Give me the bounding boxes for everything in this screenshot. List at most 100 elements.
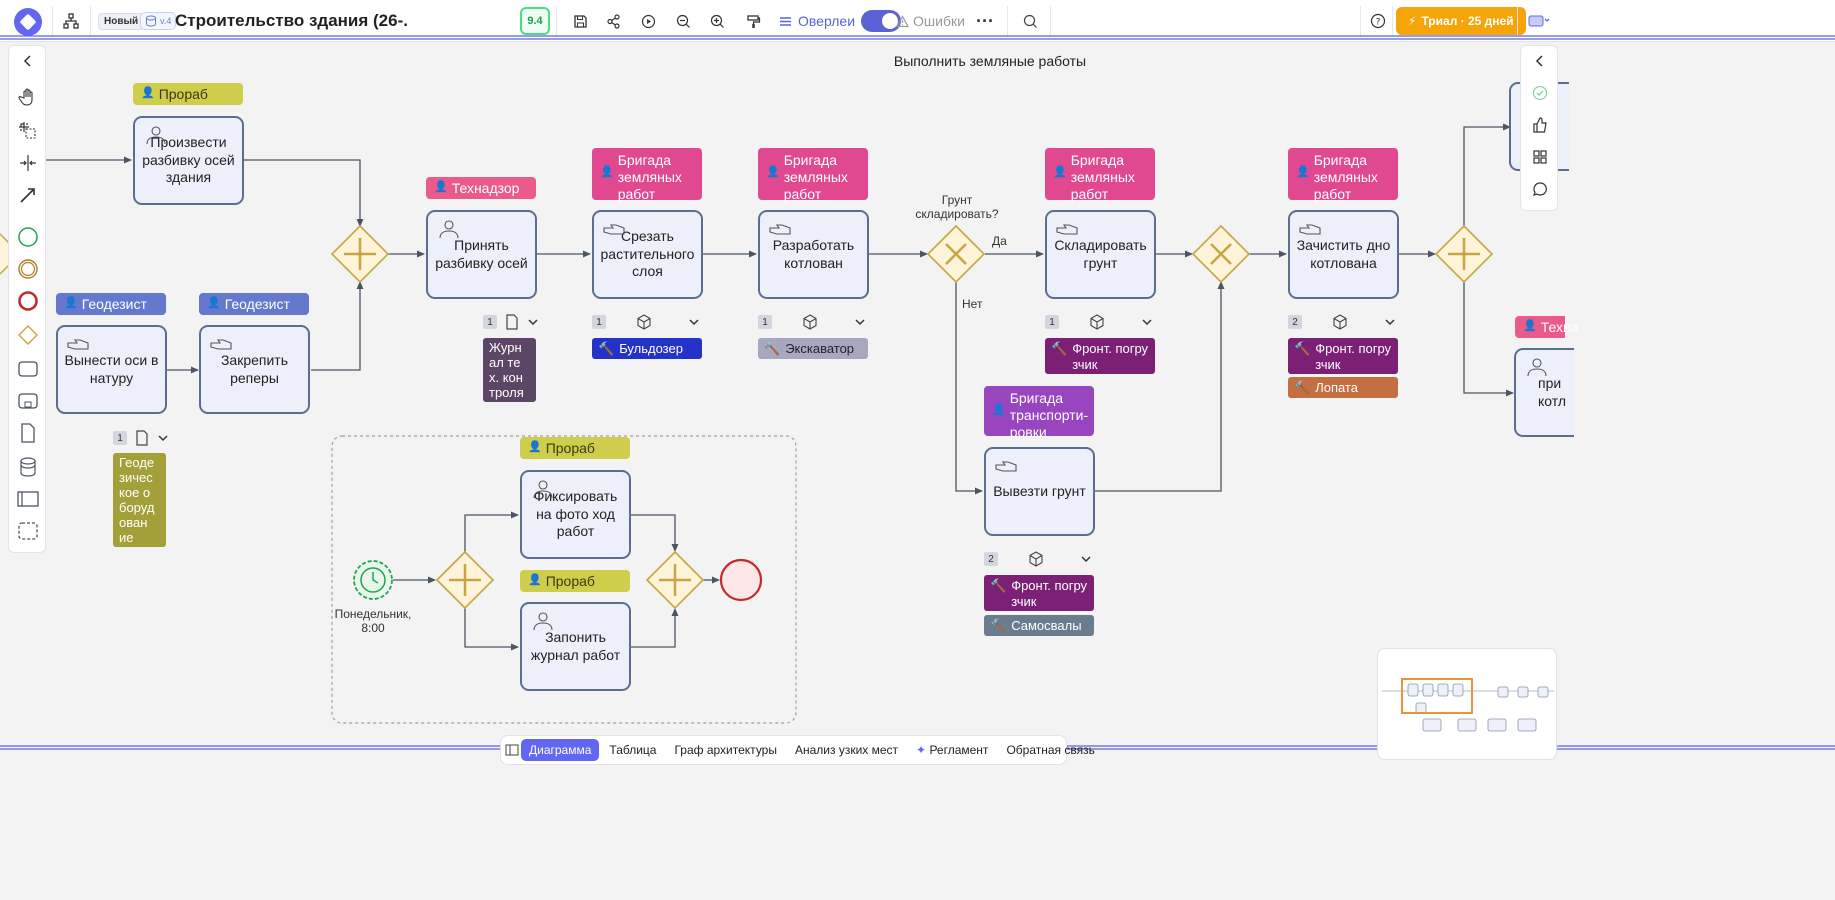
role-tag[interactable]: 👤Геодезист xyxy=(199,293,309,315)
manual-task[interactable]: Зачистить дно котлована xyxy=(1288,210,1399,299)
artifact-counter[interactable]: 1 xyxy=(483,314,539,330)
chevron-down-icon[interactable] xyxy=(527,317,539,327)
resource-tag[interactable]: 🔨Фронт. погру зчик xyxy=(984,575,1094,611)
check-circle-icon[interactable] xyxy=(1525,78,1555,108)
timer-start-event[interactable] xyxy=(353,560,393,600)
manual-task[interactable]: Складировать грунт xyxy=(1045,210,1156,299)
overlay-switch[interactable] xyxy=(861,10,902,32)
role-tag[interactable]: 👤Бригада земляных работ xyxy=(592,148,702,202)
manual-task[interactable]: Разработать котлован xyxy=(758,210,869,299)
chevron-down-icon[interactable] xyxy=(1080,554,1092,564)
resource-tag[interactable]: 🔨Фронт. погру зчик xyxy=(1288,338,1398,374)
gateway-icon[interactable] xyxy=(13,320,43,350)
subprocess-icon[interactable] xyxy=(13,386,43,416)
document-tag[interactable]: Журн ал те х. кон троля xyxy=(483,338,536,402)
resource-counter[interactable]: 1 xyxy=(758,314,866,330)
chevron-down-icon[interactable] xyxy=(1141,317,1153,327)
role-tag[interactable]: 👤Бригада земляных работ xyxy=(1288,148,1398,202)
tab-architecture-graph[interactable]: Граф архитектуры xyxy=(674,743,777,757)
more-icon[interactable]: ··· xyxy=(976,10,994,31)
user-task[interactable]: Принять разбивку осей xyxy=(426,210,537,299)
resource-tag[interactable]: 🔨Бульдозер xyxy=(592,338,702,359)
resource-counter[interactable]: 2 xyxy=(1288,314,1396,330)
resource-tag[interactable]: 🔨Самосвалы xyxy=(984,615,1094,636)
collapse-right-icon[interactable] xyxy=(1525,46,1555,76)
minimap-viewport[interactable] xyxy=(1401,678,1473,714)
search-icon[interactable] xyxy=(1015,6,1045,36)
resource-tag[interactable]: 🔨Фронт. погру зчик xyxy=(1045,338,1155,374)
parallel-gateway[interactable] xyxy=(645,550,705,610)
role-tag[interactable]: 👤Техна xyxy=(1515,316,1578,338)
role-tag[interactable]: 👤Прораб xyxy=(133,83,243,105)
manual-task[interactable]: Закрепить реперы xyxy=(199,325,310,414)
manual-task[interactable]: Срезать растительного слоя xyxy=(592,210,703,299)
tab-diagram[interactable]: Диаграмма xyxy=(521,739,600,761)
chevron-down-icon[interactable] xyxy=(157,433,169,443)
play-icon[interactable] xyxy=(633,6,663,36)
chevron-down-icon[interactable] xyxy=(854,317,866,327)
chevron-down-icon[interactable] xyxy=(688,317,700,327)
overlay-toggle[interactable]: Оверлеи xyxy=(779,0,902,42)
role-tag[interactable]: 👤Технадзор xyxy=(426,177,536,199)
errors-toggle[interactable]: Ошибки xyxy=(896,0,965,42)
connect-tool-icon[interactable] xyxy=(13,180,43,210)
role-tag[interactable]: 👤Прораб xyxy=(520,570,630,592)
quality-score[interactable]: 9.4 xyxy=(520,7,550,35)
chevron-down-icon[interactable] xyxy=(1384,317,1396,327)
chat-icon[interactable] xyxy=(1525,174,1555,204)
artifact-counter[interactable]: 1 xyxy=(113,430,169,446)
resource-counter[interactable]: 1 xyxy=(1045,314,1153,330)
trial-button[interactable]: ⚡ Триал · 25 дней xyxy=(1396,7,1526,35)
version-badge[interactable]: v.4 xyxy=(140,12,177,30)
manual-task[interactable]: Вынести оси в натуру xyxy=(56,325,167,414)
data-store-icon[interactable] xyxy=(13,452,43,482)
role-tag[interactable]: 👤Бригада транспорти-ровки xyxy=(984,386,1094,440)
user-task[interactable]: Запонить журнал работ xyxy=(520,602,631,691)
data-object-icon[interactable] xyxy=(13,418,43,448)
manual-task[interactable]: Вывезти грунт xyxy=(984,447,1095,536)
user-task[interactable]: при котл xyxy=(1514,348,1574,437)
end-event[interactable] xyxy=(719,558,763,602)
app-logo[interactable] xyxy=(14,8,42,36)
tab-feedback[interactable]: Обратная связь xyxy=(1006,743,1095,757)
grid-icon[interactable] xyxy=(1525,142,1555,172)
role-tag[interactable]: 👤Геодезист xyxy=(56,293,166,315)
save-icon[interactable] xyxy=(565,6,595,36)
task-icon[interactable] xyxy=(13,354,43,384)
zoom-out-icon[interactable] xyxy=(668,6,698,36)
lasso-select-icon[interactable] xyxy=(13,116,43,146)
space-tool-icon[interactable] xyxy=(13,148,43,178)
resource-tag[interactable]: 🔨Лопата xyxy=(1288,377,1398,398)
hand-tool-icon[interactable] xyxy=(13,82,43,112)
tab-bottleneck-analysis[interactable]: Анализ узких мест xyxy=(794,743,899,757)
resource-tag[interactable]: 🔨Экскаватор xyxy=(758,338,868,359)
document-title[interactable]: Строительство здания (26-. xyxy=(175,11,408,30)
user-task[interactable]: Фиксировать на фото ход работ xyxy=(520,470,631,559)
parallel-gateway[interactable] xyxy=(1434,224,1494,284)
user-task[interactable]: Произвести разбивку осей здания xyxy=(133,116,244,205)
sidebar-toggle-icon[interactable] xyxy=(505,740,519,760)
resource-counter[interactable]: 2 xyxy=(984,551,1092,567)
start-event-icon[interactable] xyxy=(13,222,43,252)
exclusive-gateway[interactable] xyxy=(926,224,986,284)
share-icon[interactable] xyxy=(598,6,628,36)
role-tag[interactable]: 👤Бригада земляных работ xyxy=(1045,148,1155,202)
intermediate-event-icon[interactable] xyxy=(13,254,43,284)
resource-counter[interactable]: 1 xyxy=(592,314,700,330)
document-tag[interactable]: Геоде зичес кое о боруд ован ие xyxy=(113,453,166,547)
role-tag[interactable]: 👤Бригада земляных работ xyxy=(758,148,868,202)
tab-regulations[interactable]: ✦ Регламент xyxy=(908,739,996,761)
structure-icon[interactable] xyxy=(56,6,86,36)
minimap[interactable] xyxy=(1377,648,1557,760)
format-painter-icon[interactable] xyxy=(738,6,768,36)
user-menu-icon[interactable] xyxy=(1524,6,1554,36)
zoom-in-icon[interactable] xyxy=(702,6,732,36)
tab-table[interactable]: Таблица xyxy=(609,743,657,757)
event-subprocess-frame[interactable] xyxy=(331,435,797,724)
thumbs-up-icon[interactable] xyxy=(1525,110,1555,140)
parallel-gateway[interactable] xyxy=(435,550,495,610)
collapse-panel-icon[interactable] xyxy=(13,46,43,76)
exclusive-gateway[interactable] xyxy=(1191,224,1251,284)
pool-icon[interactable] xyxy=(13,484,43,514)
group-icon[interactable] xyxy=(13,516,43,546)
